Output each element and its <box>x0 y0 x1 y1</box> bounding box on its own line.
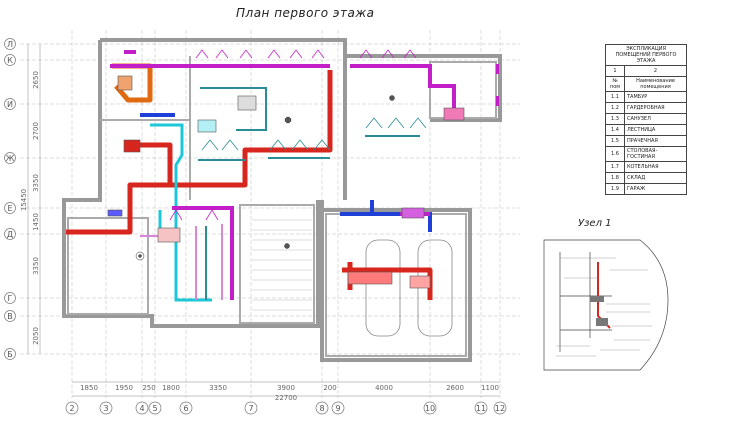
axis-row-l: Л <box>7 40 13 49</box>
axis-row-d: Д <box>7 230 13 239</box>
table-header-name: Наименование помещения <box>624 76 687 92</box>
axis-row-k: К <box>7 56 13 65</box>
dim-bottom-8: 4000 <box>375 384 393 392</box>
axis-row-zh: Ж <box>6 154 15 163</box>
axis-row-v: В <box>7 312 13 321</box>
table-col-2: 2 <box>624 65 687 77</box>
dim-bottom-3: 250 <box>142 384 155 392</box>
table-col-1: 1 <box>605 65 625 77</box>
dim-bottom-7: 200 <box>323 384 336 392</box>
axis-col-5: 5 <box>152 404 157 413</box>
axis-col-4: 4 <box>139 404 144 413</box>
axis-col-2: 2 <box>69 404 74 413</box>
dim-left-4: 1450 <box>32 213 40 231</box>
table-title: ЭКСПЛИКАЦИЯ ПОМЕЩЕНИЙ ПЕРВОГО ЭТАЖА <box>605 44 687 66</box>
dim-left-1: 2650 <box>32 71 40 89</box>
dim-bottom-6: 3900 <box>277 384 295 392</box>
axis-col-9: 9 <box>335 404 340 413</box>
table-header-num: № пом <box>605 76 625 92</box>
dim-left-2: 2700 <box>32 122 40 140</box>
axis-col-12: 12 <box>495 404 505 413</box>
axis-row-i: И <box>7 100 13 109</box>
axis-col-7: 7 <box>248 404 253 413</box>
dim-bottom-10: 1100 <box>481 384 499 392</box>
dim-bottom-4: 1800 <box>162 384 180 392</box>
dim-left-5: 3350 <box>32 257 40 275</box>
axis-row-b: Б <box>7 350 13 359</box>
axis-col-11: 11 <box>476 404 486 413</box>
dim-left-total: 15450 <box>20 189 28 211</box>
dim-bottom-2: 1950 <box>115 384 133 392</box>
dim-bottom-total: 22700 <box>275 394 297 402</box>
axis-col-8: 8 <box>319 404 324 413</box>
axis-col-6: 6 <box>183 404 188 413</box>
dim-left-3: 3350 <box>32 174 40 192</box>
dim-bottom-9: 2600 <box>446 384 464 392</box>
dim-bottom-5: 3350 <box>209 384 227 392</box>
dim-bottom-1: 1850 <box>80 384 98 392</box>
dim-left-6: 2050 <box>32 327 40 345</box>
axis-col-3: 3 <box>103 404 108 413</box>
plan-title: План первого этажа <box>236 6 375 20</box>
axis-row-e: Е <box>7 204 12 213</box>
node-title: Узел 1 <box>578 218 612 229</box>
axis-col-10: 10 <box>425 404 435 413</box>
axis-row-g: Г <box>8 294 13 303</box>
